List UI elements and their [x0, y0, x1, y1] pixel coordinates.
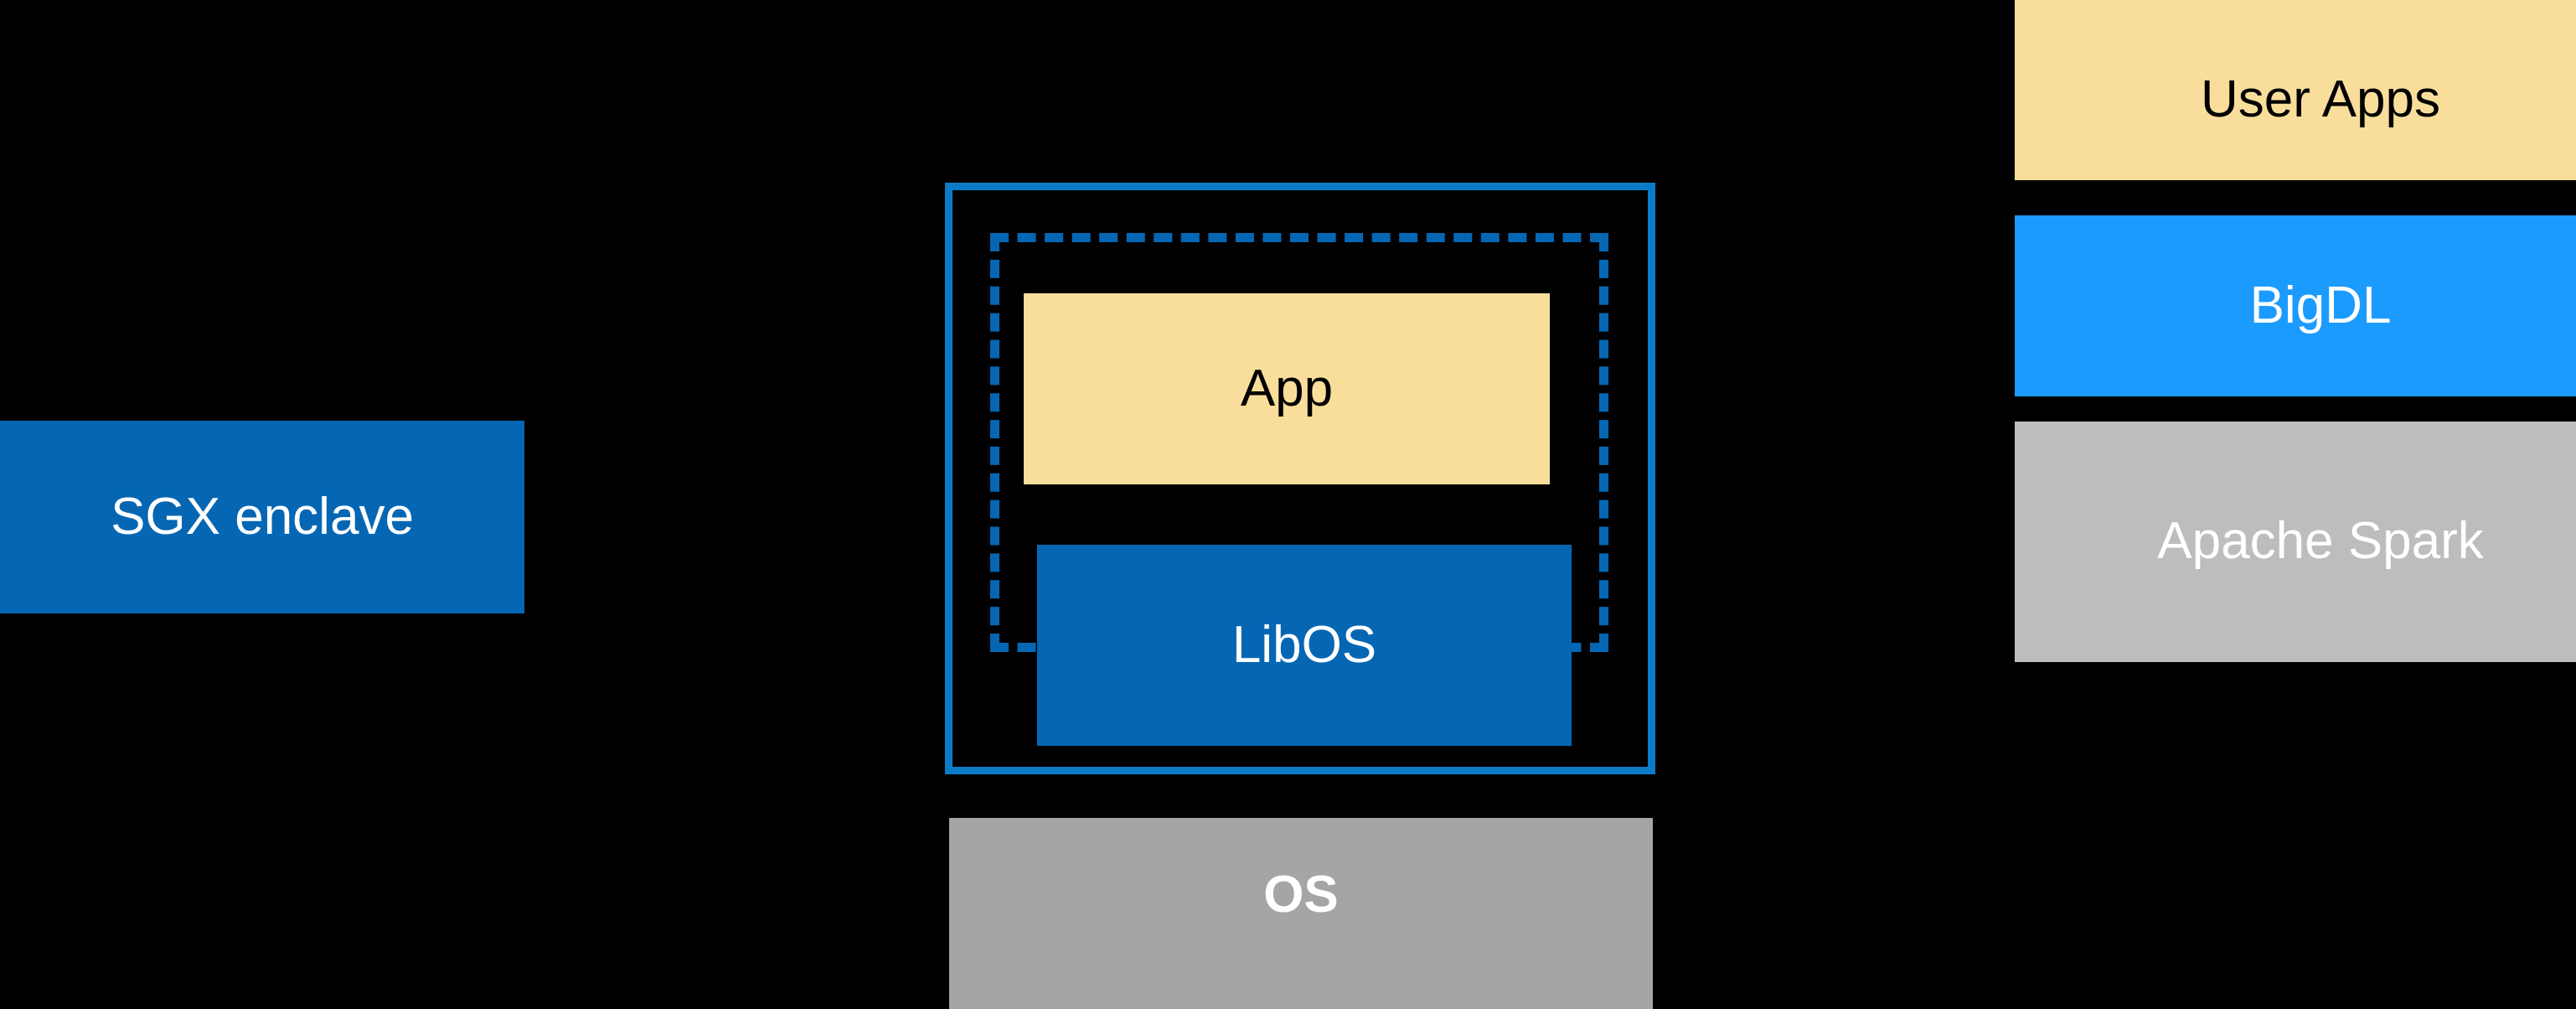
- enclave-frame: [945, 183, 1655, 774]
- os-box: OS: [949, 818, 1653, 1009]
- sgx-enclave-box: SGX enclave: [0, 421, 524, 613]
- sgx-enclave-label: SGX enclave: [111, 487, 414, 546]
- libos-label: LibOS: [1231, 615, 1377, 674]
- libos-box: LibOS: [1037, 545, 1572, 746]
- app-box: App: [1024, 293, 1550, 484]
- user-apps-label: User Apps: [2200, 70, 2441, 128]
- bigdl-box: BigDL: [2015, 215, 2576, 396]
- apache-spark-label: Apache Spark: [2157, 512, 2484, 571]
- bigdl-label: BigDL: [2249, 276, 2392, 334]
- os-label: OS: [1263, 866, 1339, 924]
- user-apps-box: User Apps: [2015, 0, 2576, 180]
- apache-spark-box: Apache Spark: [2015, 422, 2576, 662]
- app-label: App: [1240, 359, 1334, 417]
